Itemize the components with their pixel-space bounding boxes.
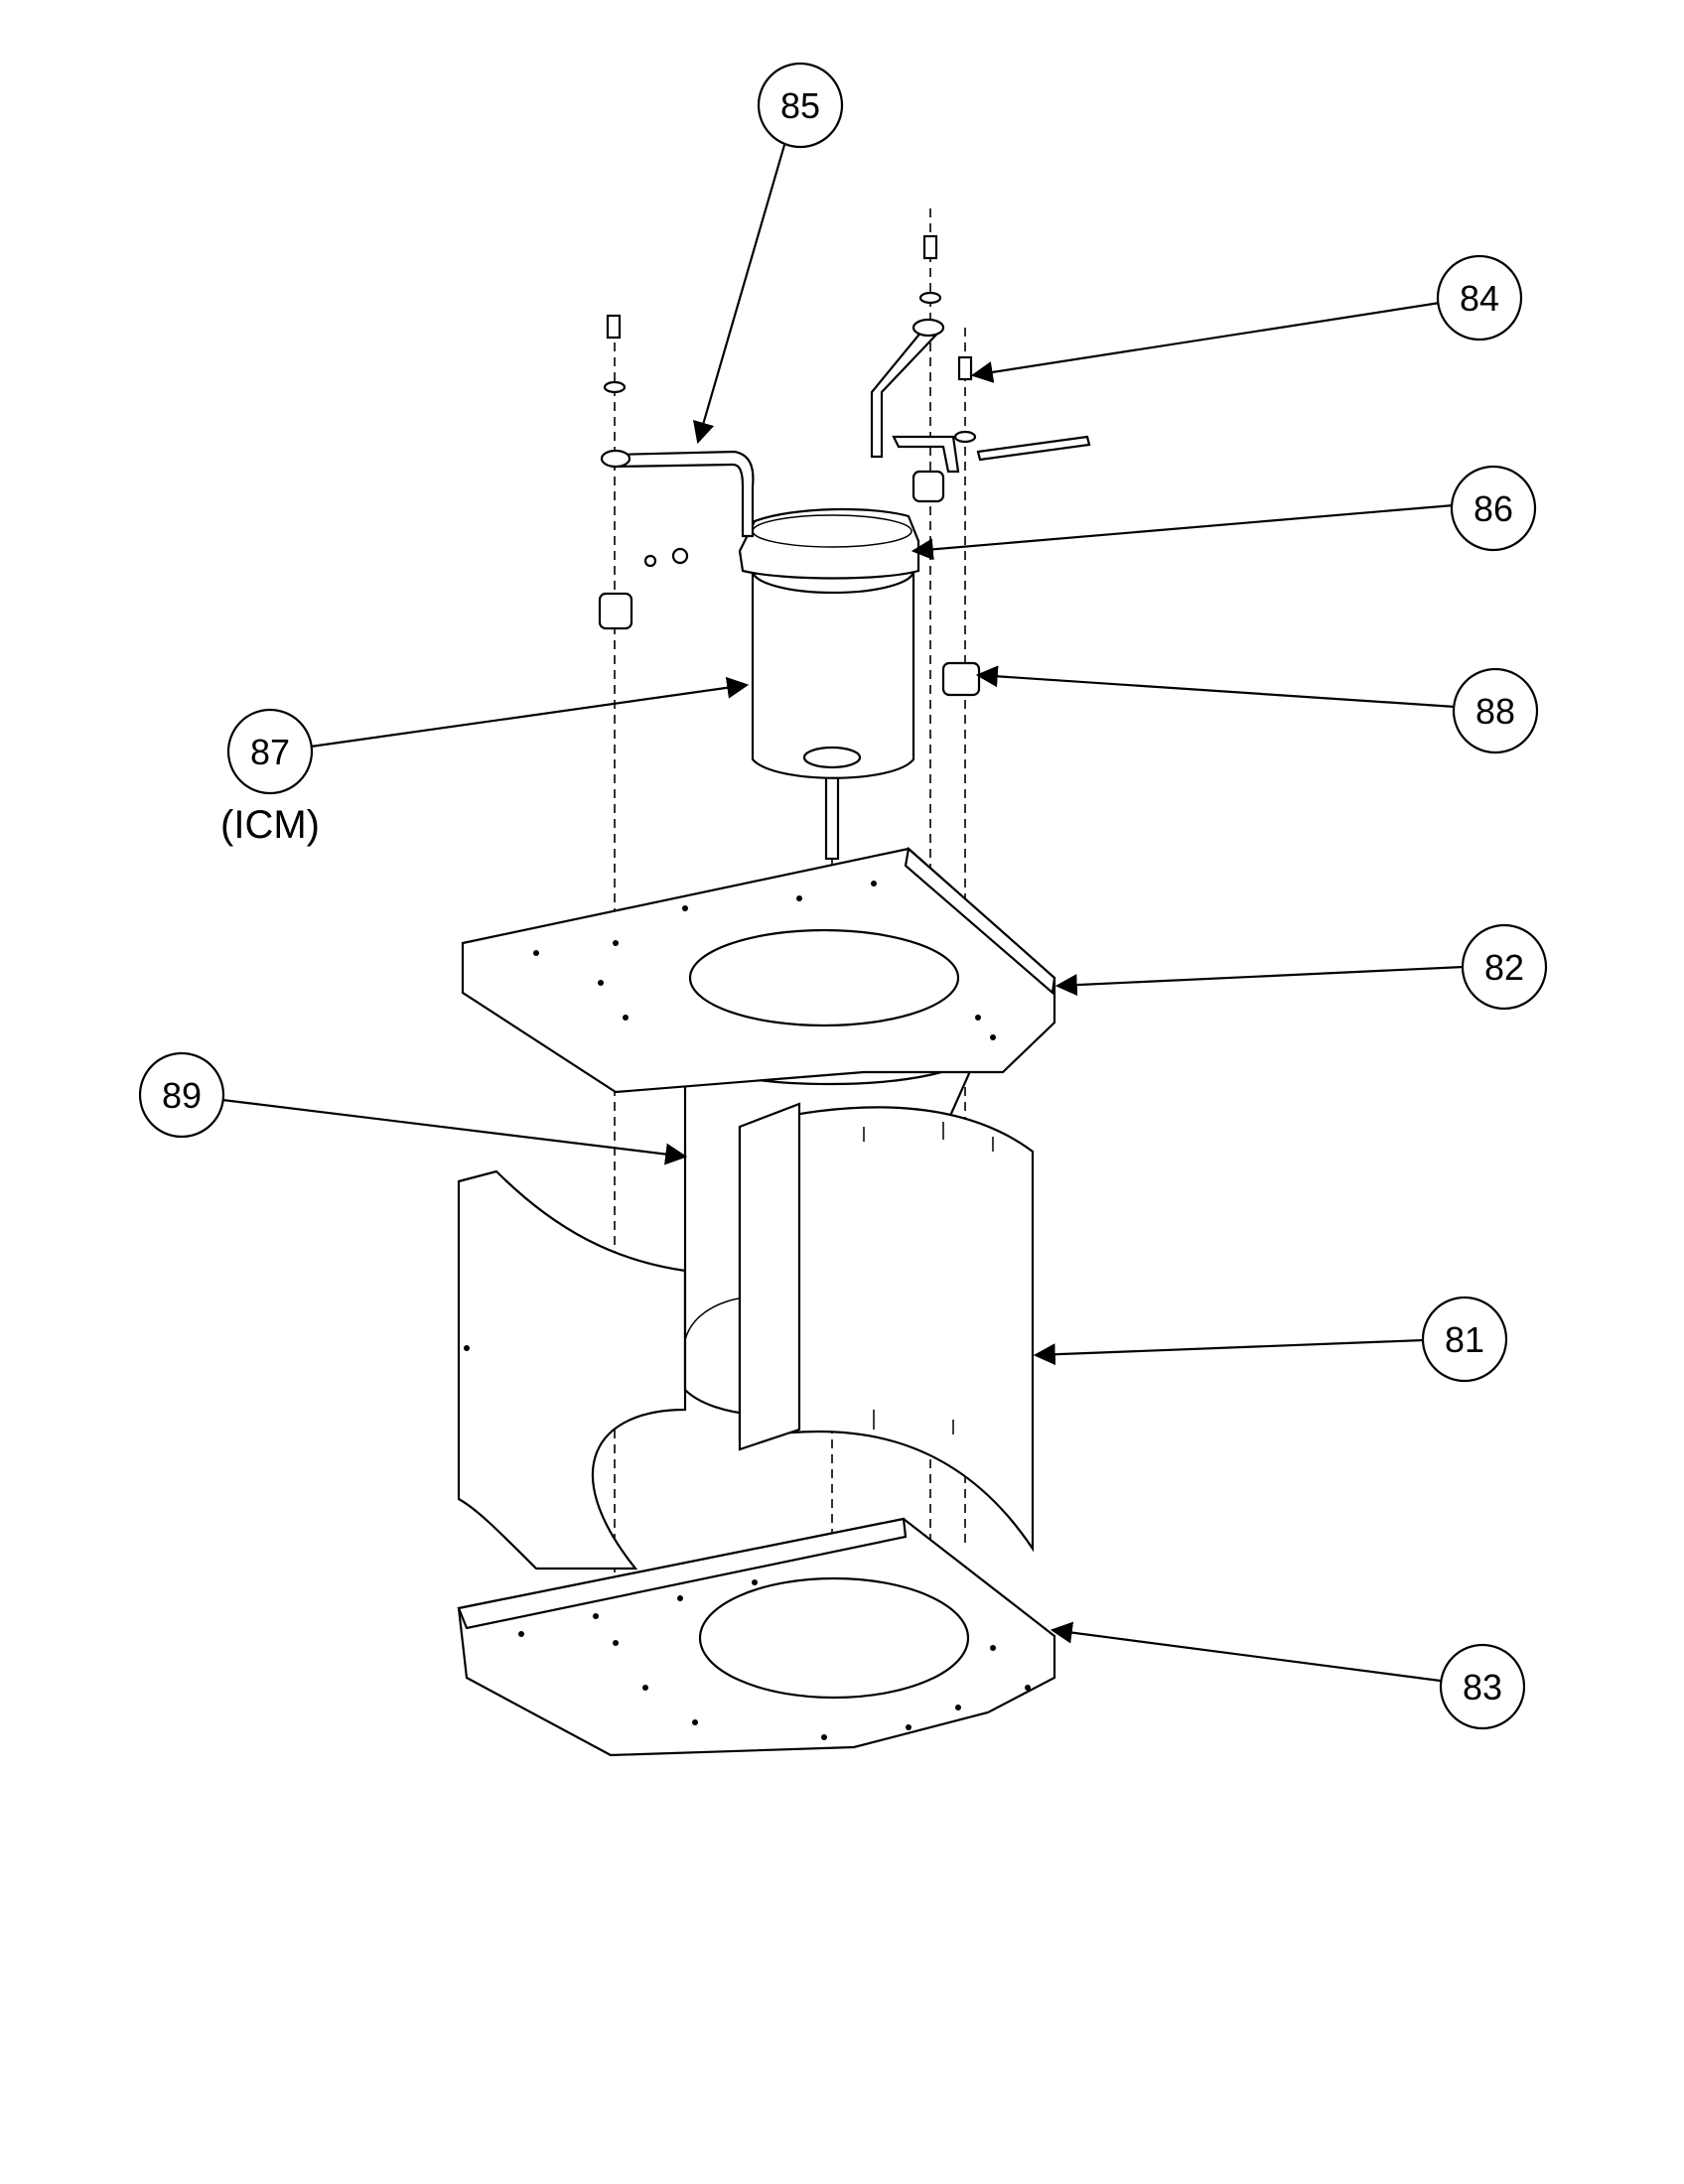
callout-87-label: 87 (250, 732, 290, 772)
callout-86-label: 86 (1474, 488, 1513, 529)
callout-84: 84 (1436, 254, 1523, 341)
side-panel-part (457, 1169, 687, 1570)
callout-86: 86 (1450, 465, 1537, 552)
leader-lines (221, 144, 1465, 1684)
callout-81-label: 81 (1445, 1319, 1484, 1360)
callout-81: 81 (1421, 1296, 1508, 1383)
bottom-plate-part (457, 1517, 1056, 1757)
motor-part (751, 547, 915, 861)
bolt-part (603, 234, 1091, 568)
callout-88: 88 (1452, 667, 1539, 754)
callout-83: 83 (1439, 1643, 1526, 1730)
callout-89: 89 (138, 1051, 225, 1139)
blower-housing-part (738, 1102, 1035, 1553)
callout-85-label: 85 (780, 85, 820, 126)
callout-83-label: 83 (1463, 1667, 1502, 1707)
grommet-part (598, 470, 981, 697)
mounting-arm-right-part (870, 318, 960, 474)
callout-89-label: 89 (162, 1075, 202, 1116)
callout-85: 85 (757, 62, 844, 149)
callout-87-sublabel: (ICM) (220, 803, 320, 847)
callout-88-label: 88 (1475, 691, 1515, 732)
callout-84-label: 84 (1460, 278, 1499, 319)
callout-82: 82 (1461, 923, 1548, 1011)
callout-82-label: 82 (1484, 947, 1524, 988)
top-plate-part (461, 846, 1056, 1094)
mounting-ring-part (738, 507, 920, 580)
callout-87: 87 (ICM) (220, 708, 320, 847)
mounting-arm-left-part (600, 449, 755, 538)
